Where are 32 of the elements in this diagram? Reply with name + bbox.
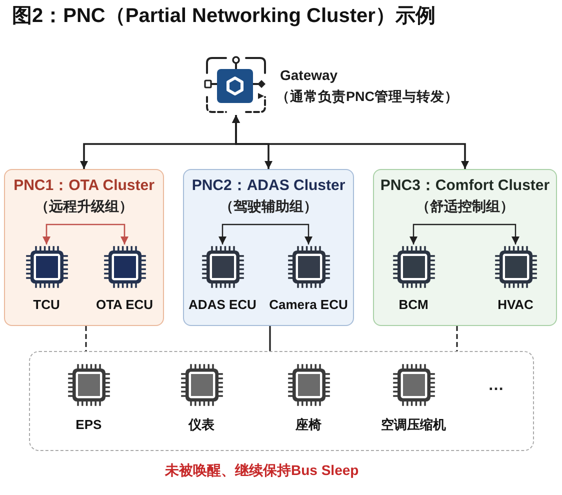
cluster-panel <box>373 169 557 326</box>
group-frame <box>29 351 534 451</box>
arrow <box>232 115 469 169</box>
cluster-title: PNC1：OTA Cluster <box>14 177 154 194</box>
cluster-subtitle: （舒适控制组） <box>416 198 514 214</box>
cluster-title: PNC2：ADAS Cluster <box>192 177 346 194</box>
chip-label: ADAS ECU <box>188 298 256 312</box>
chip-label: Camera ECU <box>269 298 348 312</box>
connector-line <box>85 326 87 351</box>
node-label: Gateway <box>280 67 338 84</box>
cluster-subtitle: （远程升级组） <box>35 198 133 214</box>
chip-label: HVAC <box>498 298 534 312</box>
cluster-panel <box>4 169 164 326</box>
chip-label: BCM <box>398 298 428 312</box>
arrow <box>218 224 312 244</box>
cluster-title: PNC3：Comfort Cluster <box>380 177 550 194</box>
cluster-subtitle: （驾驶辅助组） <box>220 198 318 214</box>
chip-label: TCU <box>33 298 60 312</box>
chip-label: OTA ECU <box>96 298 154 312</box>
chip-label: 座椅 <box>296 418 322 433</box>
connector-line <box>269 326 271 351</box>
cluster-panel <box>183 169 354 326</box>
chip-label: EPS <box>76 418 102 433</box>
chip-label: 仪表 <box>188 418 215 433</box>
node-note: （通常负责PNC管理与转发） <box>276 89 459 105</box>
connector-line <box>456 326 458 351</box>
more-indicator: … <box>488 377 504 396</box>
chip-label: 空调压缩机 <box>381 418 446 433</box>
arrow <box>410 224 520 244</box>
status-note: 未被唤醒、继续保持Bus Sleep <box>165 462 359 478</box>
arrow <box>42 224 128 244</box>
figure-title: 图2：PNC（Partial Networking Cluster）示例 <box>12 4 436 28</box>
